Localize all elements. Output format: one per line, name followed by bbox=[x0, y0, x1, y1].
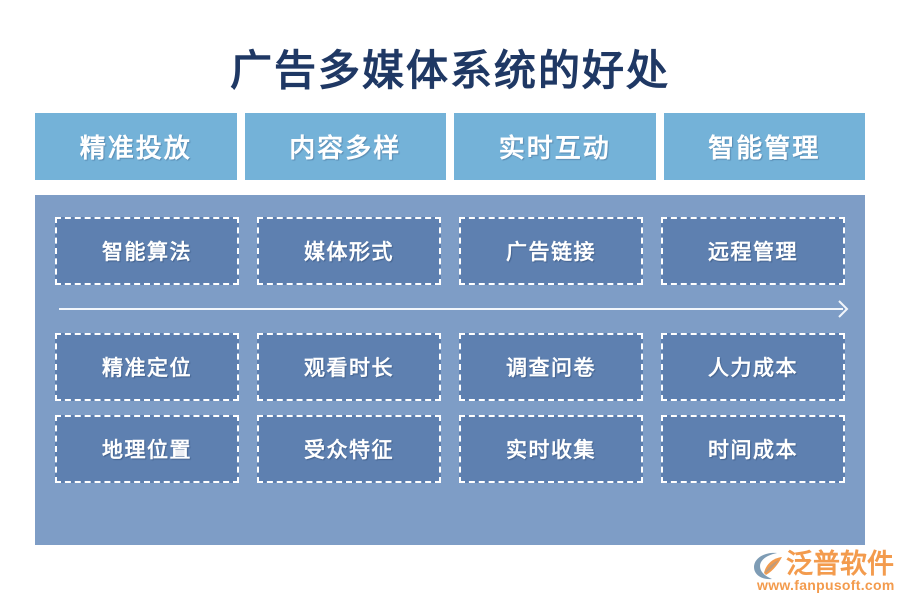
category-header-label: 内容多样 bbox=[289, 134, 402, 163]
matrix-cell: 时间成本 bbox=[661, 415, 845, 483]
matrix-cell: 远程管理 bbox=[661, 217, 845, 285]
logo-wordmark: 泛普软件 bbox=[786, 549, 894, 579]
matrix-cell-label: 人力成本 bbox=[708, 356, 798, 380]
category-header-smart-management: 智能管理 bbox=[663, 113, 865, 180]
arrow-line bbox=[59, 308, 843, 310]
fanpu-logo-icon bbox=[753, 551, 787, 581]
matrix-cell: 受众特征 bbox=[257, 415, 441, 483]
matrix-cell: 精准定位 bbox=[55, 333, 239, 401]
category-header-row: 精准投放 内容多样 实时互动 智能管理 bbox=[35, 113, 865, 180]
matrix-row: 精准定位 观看时长 调查问卷 人力成本 bbox=[55, 333, 845, 401]
matrix-row: 智能算法 媒体形式 广告链接 远程管理 bbox=[55, 217, 845, 285]
brand-logo: 泛普软件 www.fanpusoft.com bbox=[753, 549, 895, 593]
matrix-cell-label: 调查问卷 bbox=[506, 356, 596, 380]
matrix-cell: 广告链接 bbox=[459, 217, 643, 285]
matrix-cell-label: 实时收集 bbox=[506, 438, 596, 462]
matrix-cell: 观看时长 bbox=[257, 333, 441, 401]
page-title: 广告多媒体系统的好处 bbox=[229, 49, 670, 95]
category-header-label: 精准投放 bbox=[79, 134, 192, 163]
matrix-cell-label: 精准定位 bbox=[102, 356, 192, 380]
category-header-realtime-interaction: 实时互动 bbox=[454, 113, 656, 180]
matrix-cell: 调查问卷 bbox=[459, 333, 643, 401]
matrix-cell-label: 广告链接 bbox=[506, 240, 596, 264]
benefits-matrix: 智能算法 媒体形式 广告链接 远程管理 精准定位 观看时长 调查问卷 bbox=[35, 195, 865, 545]
logo-url: www.fanpusoft.com bbox=[757, 577, 895, 593]
arrow-right-icon bbox=[837, 300, 849, 318]
matrix-cell: 地理位置 bbox=[55, 415, 239, 483]
category-header-content-variety: 内容多样 bbox=[244, 113, 446, 180]
matrix-cell-label: 地理位置 bbox=[102, 438, 192, 462]
matrix-cell-label: 时间成本 bbox=[708, 438, 798, 462]
matrix-cell-label: 观看时长 bbox=[304, 356, 394, 380]
category-header-precision-targeting: 精准投放 bbox=[35, 113, 237, 180]
row-spacer bbox=[55, 401, 845, 415]
matrix-cell-label: 媒体形式 bbox=[304, 240, 394, 264]
matrix-row: 地理位置 受众特征 实时收集 时间成本 bbox=[55, 415, 845, 483]
matrix-cell-label: 受众特征 bbox=[304, 438, 394, 462]
flow-arrow bbox=[55, 285, 849, 333]
matrix-cell: 实时收集 bbox=[459, 415, 643, 483]
matrix-cell: 媒体形式 bbox=[257, 217, 441, 285]
matrix-cell-label: 智能算法 bbox=[102, 240, 192, 264]
matrix-cell: 智能算法 bbox=[55, 217, 239, 285]
matrix-cell-label: 远程管理 bbox=[708, 240, 798, 264]
category-header-label: 实时互动 bbox=[498, 134, 611, 163]
matrix-cell: 人力成本 bbox=[661, 333, 845, 401]
category-header-label: 智能管理 bbox=[708, 134, 821, 163]
